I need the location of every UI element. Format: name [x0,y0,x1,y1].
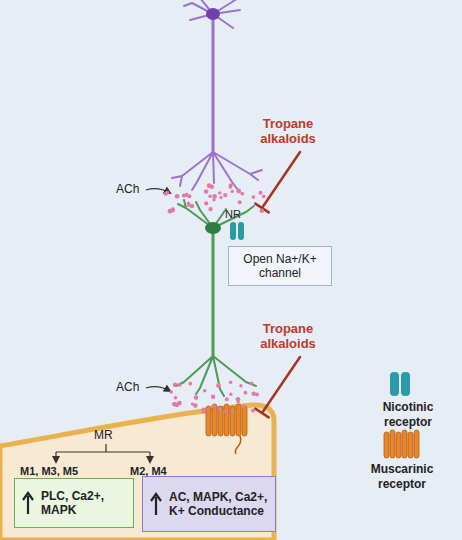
ach-dot [164,192,168,196]
ach-dot [219,196,222,199]
ach-dot [178,383,182,387]
ach-dot [229,185,233,189]
drug-label: Tropane alkaloids [246,116,330,146]
ach-dot [209,207,213,211]
ach-dot [216,383,221,388]
presynaptic-neuron [172,0,262,190]
postsynaptic-neuron [176,200,256,396]
ach-dot [252,195,256,199]
text-group: AC, MAPK, Ca2+, K+ Conductance [169,490,269,518]
ach-dot [175,194,180,199]
text-label: M2, M4 [130,464,190,479]
ach-dot [211,405,215,409]
legend-icon [390,372,410,396]
text-label: NR [225,207,251,222]
ach-dot [184,193,188,197]
ach-dot [237,400,240,403]
nicotinic-receptor [230,222,244,240]
ach-dot [177,402,180,405]
up-arrow [149,492,163,516]
ach-dot [239,384,242,387]
ach-dot [231,190,234,193]
text-label: ACh [116,182,150,197]
ach-dot [202,410,206,414]
ach-dot [204,189,208,193]
ach-dot [211,395,215,399]
ach-dot [223,193,227,197]
ach-dot [188,382,192,386]
ach-dot [250,381,254,385]
text-label: ACh [116,380,150,395]
ach-dot [208,194,212,198]
ach-dot [262,195,266,199]
ach-dot [224,410,227,413]
ach-dot [251,408,255,412]
ach-dot [191,403,194,406]
ach-dot [238,200,242,204]
box-text: PLC, Ca2+, MAPK [41,489,127,517]
text-group: PLC, Ca2+, MAPK [41,489,127,517]
box-text: AC, MAPK, Ca2+, K+ Conductance [169,490,269,518]
legend-text: Nicotinic receptor [360,400,456,430]
ach-dot [212,198,215,201]
ach-dot [210,185,214,189]
ach-dot [244,391,248,395]
ach-dot [236,189,241,194]
drug-label: Tropane alkaloids [246,321,330,351]
ach-dot [171,209,175,213]
ach-dot [218,191,221,194]
legend-icon [384,430,419,458]
ach-dot [240,192,244,196]
ach-dot [177,401,182,406]
pointer-arrow [146,189,170,391]
up-arrow [21,491,35,515]
text-group: Open Na+/K+ channel [235,252,325,280]
ach-dot [169,390,173,394]
ach-dot [204,201,208,205]
ach-dot [173,382,178,387]
ach-dot [260,209,265,214]
effect-box: PLC, Ca2+, MAPK [14,478,134,528]
cell-body [205,222,221,234]
ach-dot [212,194,217,199]
ach-dot [174,396,178,400]
ach-dot [194,395,199,400]
ach-dot [190,204,195,209]
ach-dot [242,404,246,408]
cell-body [206,8,220,20]
muscarinic-receptor [206,404,247,454]
effect-box: AC, MAPK, Ca2+, K+ Conductance [142,476,276,532]
ach-dot [203,389,207,393]
text-label: MR [94,428,124,443]
ach-dot [259,191,263,195]
ach-dot [218,407,222,411]
ach-dot [229,381,233,385]
box-text: Open Na+/K+ channel [235,252,325,280]
legend-text: Muscarinic receptor [354,462,450,492]
text-label: M1, M3, M5 [20,464,100,479]
ach-dot [225,397,229,401]
branch-arrows [56,444,150,462]
ach-dot [229,393,232,396]
ach-dot [231,410,234,413]
ach-dot [255,393,259,397]
info-box: Open Na+/K+ channel [228,246,332,286]
